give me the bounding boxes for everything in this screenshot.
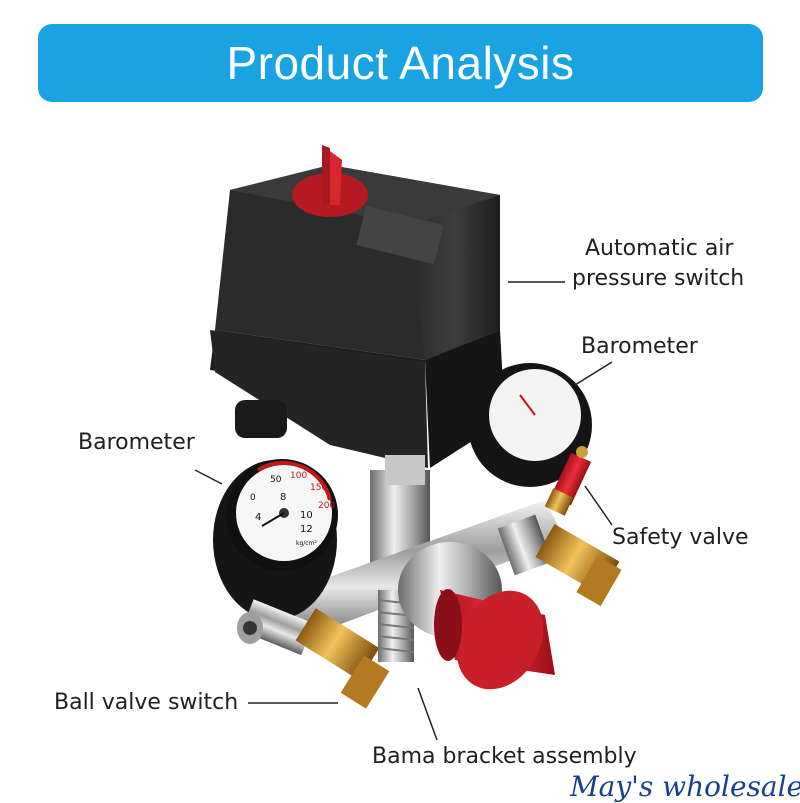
gauge-tick-9: 12 [300,524,313,535]
leader-lines [194,281,613,741]
gauge-tick-5: 200 [318,501,335,511]
label-bracket: Bama bracket assembly [372,744,637,769]
gauge-tick-7: 8 [280,492,286,503]
label-switch-line1: Automatic air [585,236,734,261]
regulator-knob [398,542,555,690]
pressure-switch-box [210,165,505,468]
watermark: May's wholesale [570,770,800,803]
gauge-tick-3: 100 [290,471,307,481]
safety-valve [544,446,592,516]
gauge-tick-4: 150 [310,483,327,493]
right-brass-fitting [535,524,622,607]
gauge-tick-2: 50 [270,475,282,485]
pressure-knob [292,145,368,217]
gauge-tick-8: 10 [300,510,313,521]
barometer-right [468,363,592,487]
label-barometer-right: Barometer [581,334,698,359]
gauge-unit: kg/cm² [296,540,317,547]
barometer-left: 0 50 100 150 200 4 8 10 12 kg/cm² [213,459,338,620]
banner-title: Product Analysis [226,37,575,89]
label-barometer-left: Barometer [78,430,195,455]
label-safety-valve: Safety valve [612,525,749,550]
gauge-tick-1: 0 [250,493,256,503]
title-banner: Product Analysis [38,24,763,102]
label-switch-line2: pressure switch [572,266,745,291]
label-ball-valve: Ball valve switch [54,690,239,715]
ball-valve [237,599,390,709]
gauge-tick-6: 4 [255,512,261,523]
